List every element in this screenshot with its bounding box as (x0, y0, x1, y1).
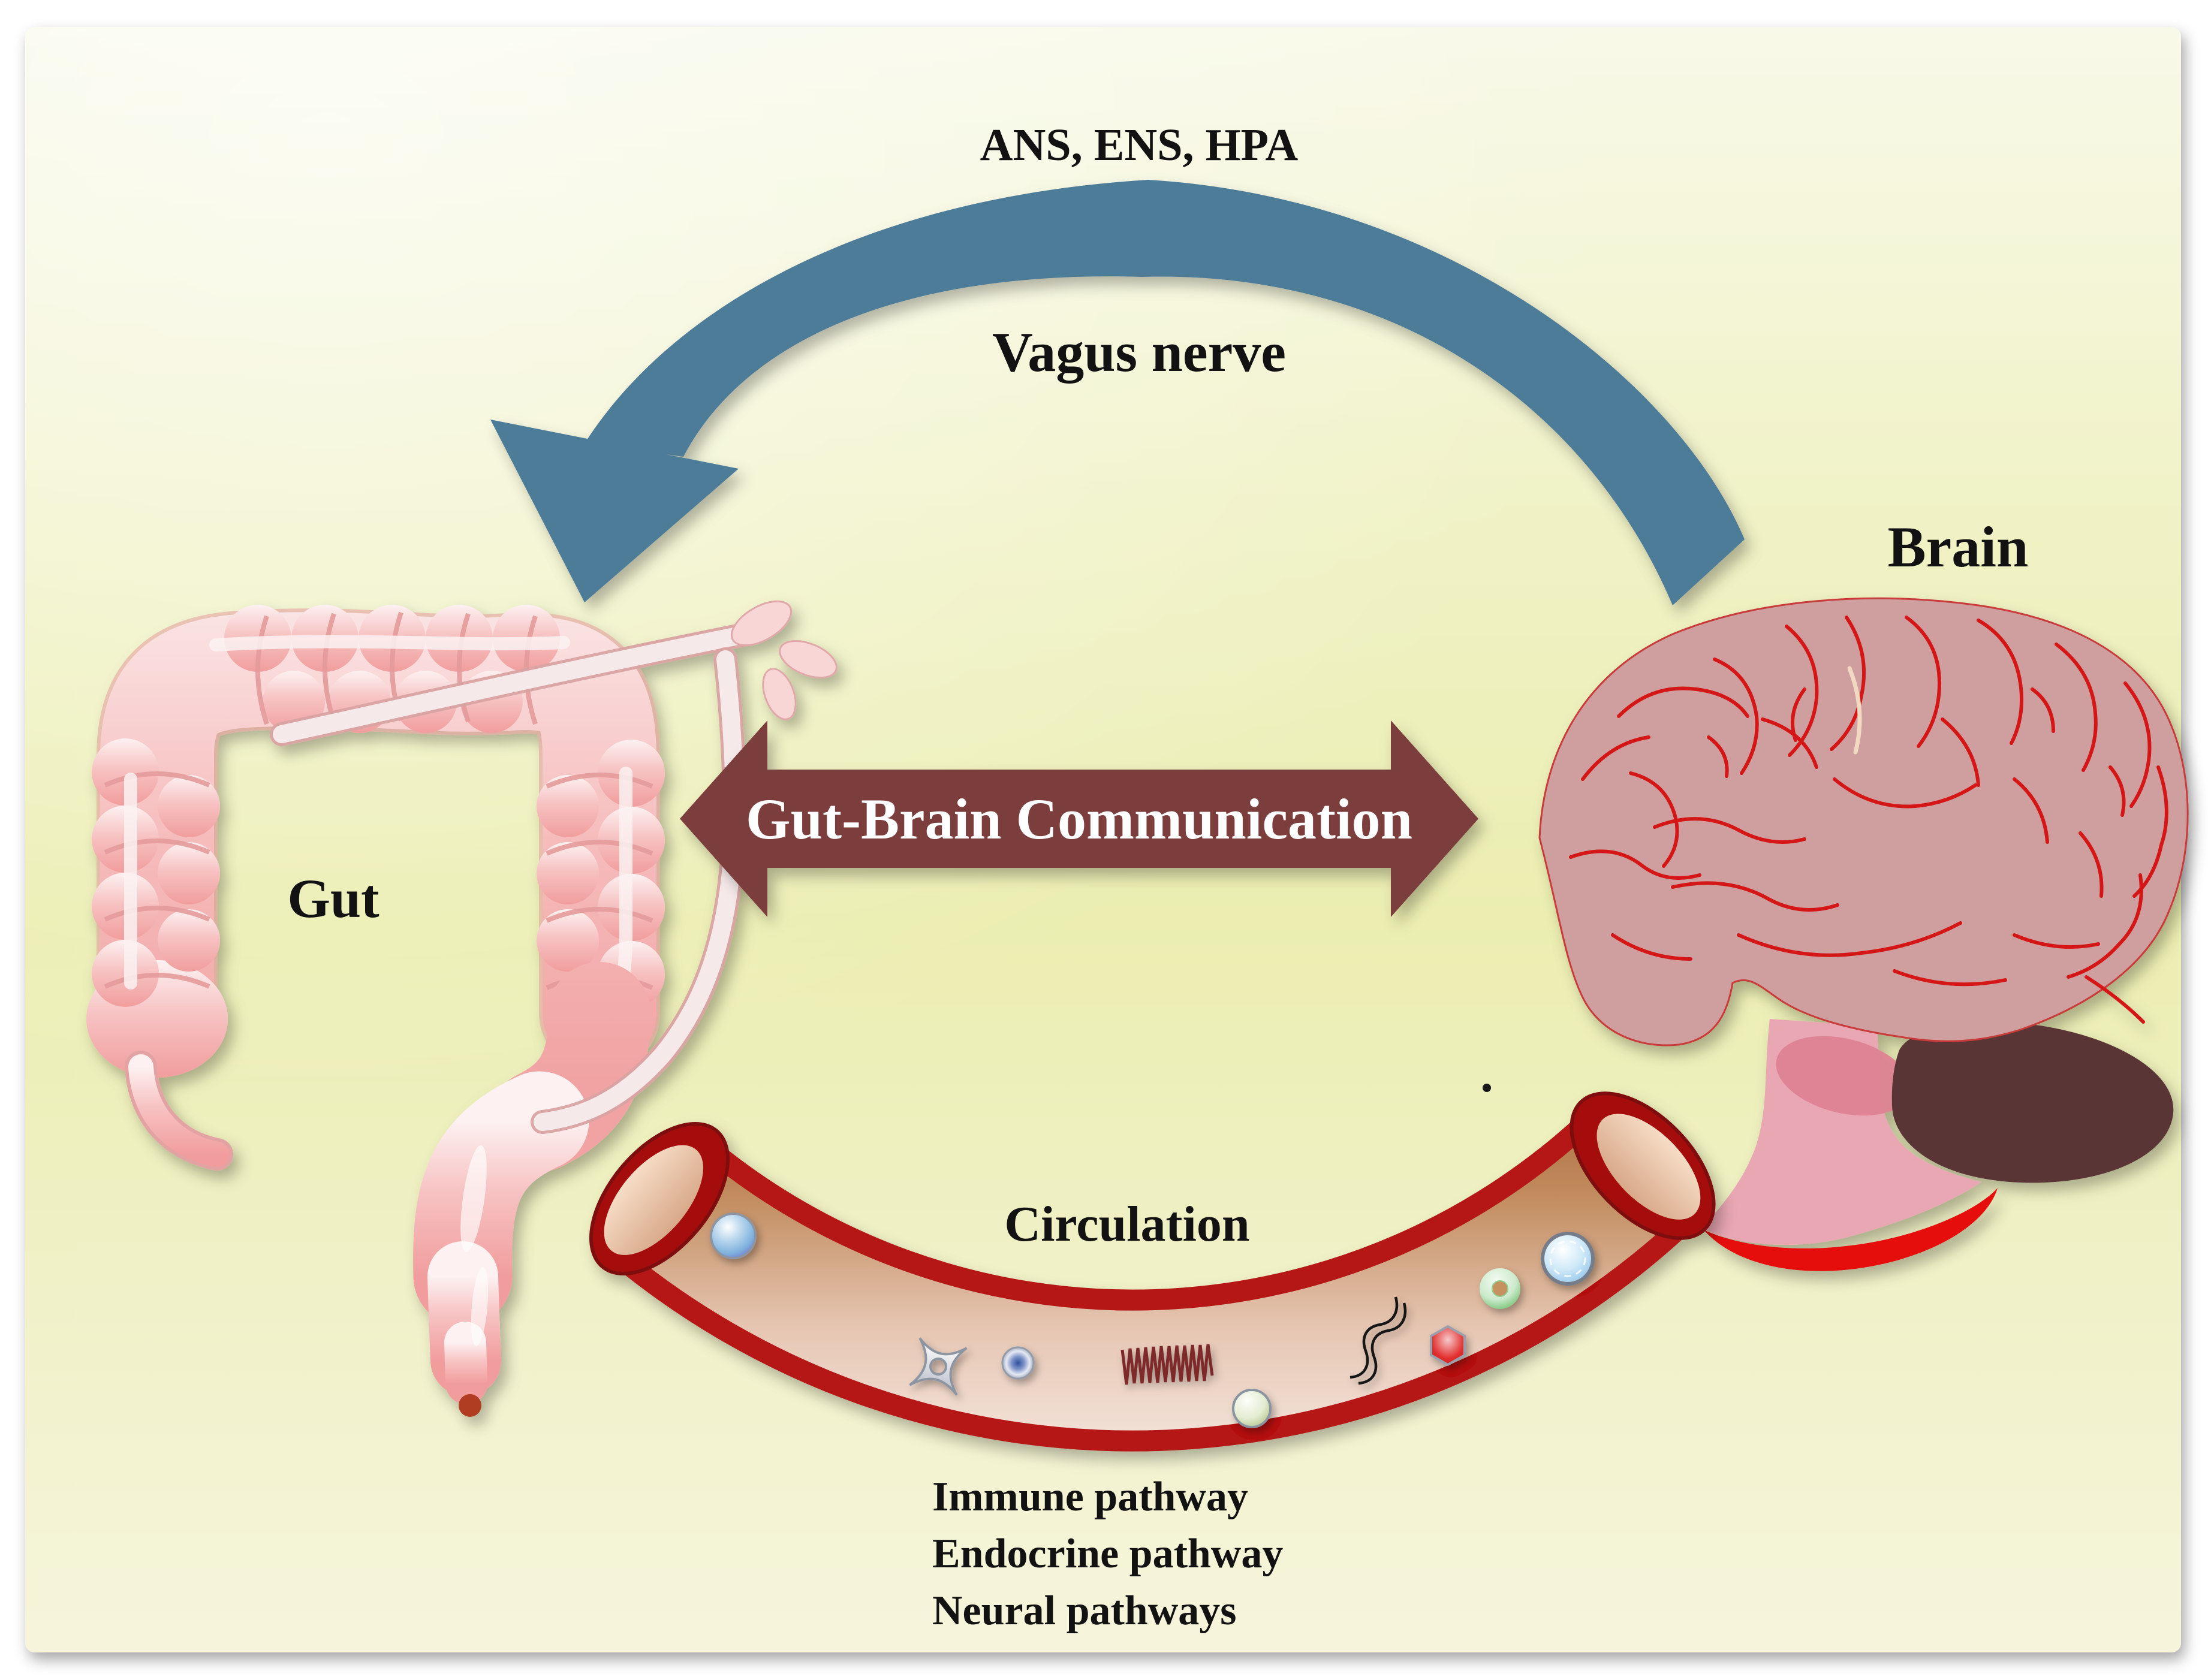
dna-strand-squiggle-icon (1349, 1296, 1407, 1385)
brain-label: Brain (1888, 515, 2029, 579)
pons-shading (1776, 1036, 1911, 1116)
circulation-vessel (589, 1091, 1716, 1452)
vagus-nerve-label: Vagus nerve (992, 321, 1286, 384)
blue-receptor-dot-icon (1001, 1346, 1035, 1380)
stray-dot (1483, 1084, 1491, 1092)
brain-light-gyrus (1847, 666, 1862, 755)
brainstem (1703, 1019, 1981, 1245)
rectum-highlight-2 (471, 1267, 489, 1346)
gut-brain-communication-label: Gut-Brain Communication (746, 787, 1412, 851)
appendix (128, 1054, 230, 1167)
pathway-labels: Immune pathway Endocrine pathway Neural … (932, 1474, 1283, 1634)
gut-brain-arrow: Gut-Brain Communication (680, 720, 1478, 917)
endocrine-pathway-label: Endocrine pathway (932, 1531, 1283, 1577)
neural-pathways-label: Neural pathways (932, 1588, 1237, 1634)
brainstem-red-band (1704, 1188, 1998, 1271)
cerebrum (1538, 597, 2189, 1046)
green-ring-molecule-icon (1480, 1268, 1520, 1309)
brain-gyri-lines (1569, 616, 2168, 1024)
blue-vesicle-sphere-icon (710, 1213, 757, 1259)
large-blue-sphere-icon (1541, 1232, 1595, 1286)
gut-label: Gut (287, 868, 379, 929)
double-arrow-icon (680, 720, 1478, 917)
brain-illustration (1538, 597, 2189, 1271)
protein-coil-icon (1120, 1344, 1214, 1385)
vessel-opening-left (589, 1121, 730, 1276)
immune-pathway-label: Immune pathway (932, 1474, 1248, 1520)
platelet-star-cell-icon (909, 1337, 968, 1396)
ans-ens-hpa-label: ANS, ENS, HPA (980, 120, 1299, 170)
vagus-arc-band (585, 180, 1745, 605)
rectum-highlight (460, 1145, 487, 1253)
red-blood-cell-hexagon-icon (1430, 1325, 1466, 1367)
gut-illustration (86, 600, 838, 1417)
vagus-arrowhead-icon (490, 420, 739, 602)
vessel-opening-right (1570, 1091, 1716, 1240)
circulation-label: Circulation (1004, 1196, 1249, 1252)
anus-dot (459, 1394, 481, 1417)
cerebellum (1891, 1021, 2174, 1183)
colon-frame (100, 612, 656, 1070)
vessel-molecules (710, 1213, 1595, 1428)
ileum-flaps (730, 600, 838, 720)
rectum-tip (444, 1322, 487, 1404)
vagus-arc-arrow (490, 180, 1745, 605)
green-vesicle-sphere-icon (1232, 1389, 1272, 1428)
ileum-cross-tube (273, 625, 755, 743)
